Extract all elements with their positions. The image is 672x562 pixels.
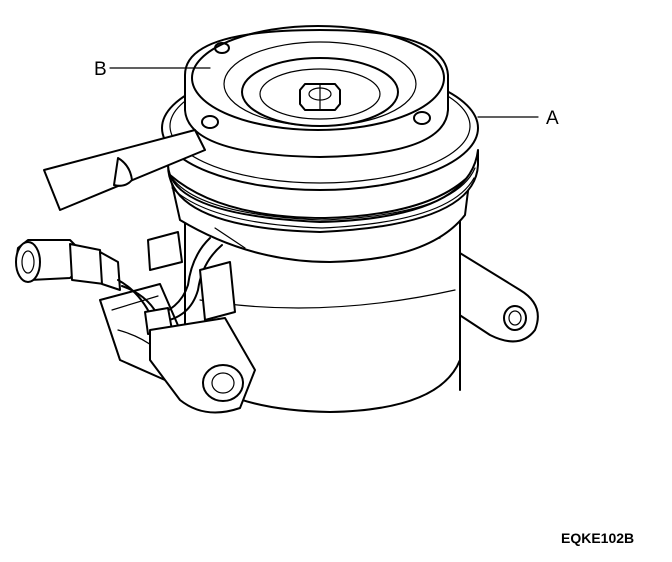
mounting-boss bbox=[147, 227, 256, 414]
callout-b: B bbox=[94, 59, 211, 80]
figure-code: EQKE102B bbox=[561, 530, 634, 546]
clutch-pressure-plate bbox=[184, 25, 449, 158]
callout-a: A bbox=[477, 108, 559, 129]
compressor-body bbox=[169, 174, 539, 413]
callout-b-label: B bbox=[94, 59, 107, 80]
callout-a-label: A bbox=[546, 108, 559, 129]
holding-tool bbox=[43, 129, 206, 211]
